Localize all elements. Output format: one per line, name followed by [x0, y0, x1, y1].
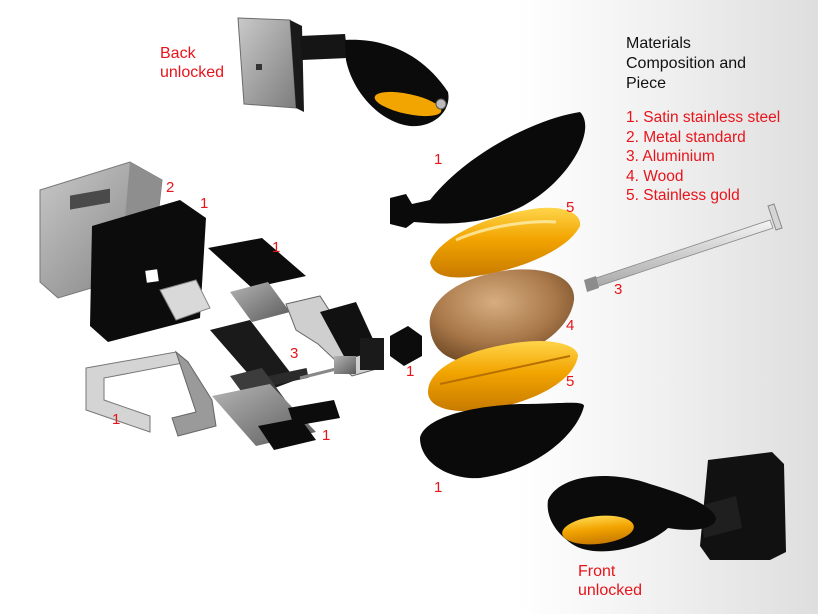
back-label-line2: unlocked	[160, 64, 225, 81]
front-label-line2: unlocked	[578, 582, 643, 599]
rose-plate-part	[90, 200, 211, 342]
part-number-handle-bottom-shell: 1	[434, 479, 443, 496]
part-number-gold-top: 5	[566, 199, 575, 216]
legend-item: 2. Metal standard	[626, 128, 746, 146]
handle-bottom-shell-part	[420, 402, 584, 479]
part-number-gold-bottom: 5	[566, 373, 575, 390]
legend-item: 5. Stainless gold	[626, 187, 740, 205]
handle-top-shell-part	[390, 112, 586, 228]
part-number-cube: 1	[406, 363, 415, 380]
front-unlocked-assembly	[547, 452, 786, 560]
left-bracket-part	[85, 350, 217, 437]
part-number-rose-plate: 1	[200, 195, 209, 212]
bottom-bar-part	[212, 384, 340, 450]
materials-legend: 1. Satin stainless steel 2. Metal standa…	[626, 108, 780, 206]
cube-part	[390, 326, 422, 366]
legend-title: Materials Composition and Piece	[626, 34, 746, 94]
part-number-backplate: 2	[166, 179, 175, 196]
front-label-line1: Front	[578, 563, 616, 580]
front-unlocked-label: Front unlocked	[578, 562, 642, 600]
part-number-bottom-bar: 1	[322, 427, 331, 444]
gold-bottom-part	[428, 340, 578, 412]
part-number-spring-assembly: 3	[290, 345, 299, 362]
wood-core-part	[429, 269, 575, 363]
top-bar-part	[208, 238, 306, 288]
gold-top-part	[430, 207, 581, 278]
legend-item: 4. Wood	[626, 167, 684, 185]
legend-item: 3. Aluminium	[626, 148, 715, 166]
part-number-spindle: 3	[614, 281, 623, 298]
part-number-handle-top-shell: 1	[434, 151, 443, 168]
back-label-line1: Back	[160, 45, 196, 62]
back-unlocked-assembly	[237, 17, 449, 127]
part-number-wood-core: 4	[566, 317, 575, 334]
legend-title-line2: Composition and	[626, 55, 747, 72]
legend-title-line1: Materials	[626, 35, 691, 52]
back-unlocked-label: Back unlocked	[160, 44, 224, 82]
part-number-top-bar: 1	[272, 239, 281, 256]
legend-item: 1. Satin stainless steel	[626, 109, 781, 126]
part-number-left-bracket: 1	[112, 411, 121, 428]
spindle-part	[584, 203, 783, 292]
legend-title-line3: Piece	[626, 75, 667, 92]
